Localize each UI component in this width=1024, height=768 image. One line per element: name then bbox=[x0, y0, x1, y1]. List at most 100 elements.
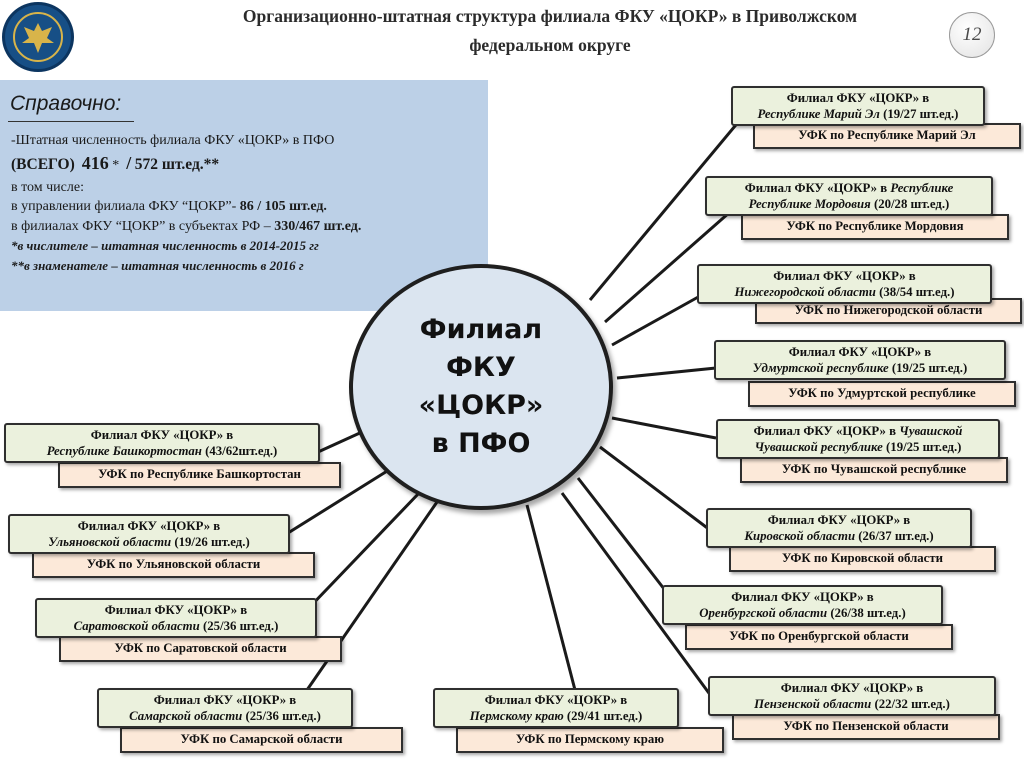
info-note-2: **в знаменателе – штатная численность в … bbox=[11, 257, 304, 273]
branch-title: Филиал ФКУ «ЦОКР» в Чувашской bbox=[718, 423, 998, 439]
info-line-1: -Штатная численность филиала ФКУ «ЦОКР» … bbox=[11, 133, 335, 148]
branch-count: (25/36 шт.ед.) bbox=[202, 619, 279, 633]
branch-box: Филиал ФКУ «ЦОКР» в Чувашской Чувашской … bbox=[716, 419, 1000, 459]
branch-region: Удмуртской республике bbox=[752, 361, 889, 375]
branch-count: (19/25 шт.ед.) bbox=[886, 440, 962, 454]
branch-box: Филиал ФКУ «ЦОКР» в Пензенской области (… bbox=[708, 676, 996, 716]
branch-detail: Пермскому краю (29/41 шт.ед.) bbox=[435, 708, 677, 724]
info-total-mark: * bbox=[112, 157, 120, 173]
branch-detail: Нижегородской области (38/54 шт.ед.) bbox=[699, 284, 990, 300]
info-line-4-text: в управлении филиала ФКУ “ЦОКР”- bbox=[11, 199, 237, 214]
branch-region: Самарской области bbox=[129, 709, 243, 723]
branch-count: (38/54 шт.ед.) bbox=[879, 285, 955, 299]
branch-box: Филиал ФКУ «ЦОКР» в Оренбургской области… bbox=[662, 585, 943, 625]
branch-region: Республике Мордовия bbox=[748, 197, 871, 211]
branch-title: Филиал ФКУ «ЦОКР» в bbox=[104, 603, 248, 617]
branch-count: (20/28 шт.ед.) bbox=[873, 197, 950, 211]
ufk-label: УФК по Оренбургской области bbox=[729, 629, 909, 643]
info-line-5: в филиалах ФКУ “ЦОКР” в субъектах РФ – 3… bbox=[11, 217, 481, 237]
branch-region: Оренбургской области bbox=[699, 606, 828, 620]
branch-count: (43/62шт.ед.) bbox=[205, 444, 278, 458]
info-line-5-text: в филиалах ФКУ “ЦОКР” в субъектах РФ – bbox=[11, 218, 271, 234]
branch-detail: Ульяновской области (19/26 шт.ед.) bbox=[10, 534, 288, 550]
branch-title: Филиал ФКУ «ЦОКР» в bbox=[90, 428, 234, 442]
branch-region: Саратовской области bbox=[73, 619, 200, 633]
branch-detail: Республике Мордовия (20/28 шт.ед.) bbox=[707, 196, 991, 212]
branch-detail: Чувашской республике (19/25 шт.ед.) bbox=[718, 439, 998, 455]
ufk-label: УФК по Чувашской республике bbox=[781, 462, 967, 476]
ufk-label: УФК по Республике Мордовия bbox=[786, 219, 964, 233]
info-heading: Справочно: bbox=[10, 92, 122, 115]
branch-title-text: Филиал ФКУ «ЦОКР» в bbox=[744, 181, 888, 195]
branch-region: Кировской области bbox=[744, 529, 856, 543]
ufk-label: УФК по Республике Марий Эл bbox=[798, 128, 976, 142]
branch-box: Филиал ФКУ «ЦОКР» в Пермскому краю (29/4… bbox=[433, 688, 679, 728]
spoke-penza bbox=[560, 492, 716, 701]
ufk-box: УФК по Республике Марий Эл bbox=[753, 123, 1021, 149]
branch-detail: Самарской области (25/36 шт.ед.) bbox=[99, 708, 351, 724]
branch-count: (22/32 шт.ед.) bbox=[874, 697, 950, 711]
ufk-label: УФК по Республике Башкортостан bbox=[98, 467, 301, 481]
central-line-4: в ПФО bbox=[431, 428, 531, 459]
info-total-slash: / bbox=[126, 152, 132, 173]
page-title: Организационно-штатная структура филиала… bbox=[135, 2, 965, 60]
branch-box: Филиал ФКУ «ЦОКР» в Республике Республик… bbox=[705, 176, 993, 216]
branch-region-part1: Чувашской bbox=[899, 424, 963, 438]
branch-title: Филиал ФКУ «ЦОКР» в bbox=[767, 513, 911, 527]
info-total-label: (ВСЕГО) bbox=[11, 155, 75, 173]
branch-detail: Удмуртской республике (19/25 шт.ед.) bbox=[716, 360, 1004, 376]
branch-region: Республике Марий Эл bbox=[757, 107, 880, 121]
branch-title: Филиал ФКУ «ЦОКР» в bbox=[773, 269, 916, 283]
branch-title: Филиал ФКУ «ЦОКР» в bbox=[77, 519, 221, 533]
ufk-label: УФК по Пермскому краю bbox=[515, 732, 665, 746]
branch-title: Филиал ФКУ «ЦОКР» в bbox=[484, 693, 628, 707]
ufk-label: УФК по Кировской области bbox=[781, 551, 944, 565]
ufk-box: УФК по Пензенской области bbox=[732, 714, 1000, 740]
ufk-box: УФК по Кировской области bbox=[729, 546, 996, 572]
branch-box: Филиал ФКУ «ЦОКР» в Республике Башкортос… bbox=[4, 423, 320, 463]
info-note-1: *в числителе – штатная численность в 201… bbox=[11, 238, 319, 253]
ufk-box: УФК по Оренбургской области bbox=[685, 624, 953, 650]
ufk-label: УФК по Нижегородской области bbox=[794, 303, 983, 317]
eagle-icon bbox=[13, 12, 63, 62]
info-total-value: 416 bbox=[81, 152, 109, 173]
branch-title: Филиал ФКУ «ЦОКР» в bbox=[153, 693, 297, 707]
branch-region: Нижегородской области bbox=[734, 285, 876, 299]
branch-detail: Республике Марий Эл (19/27 шт.ед.) bbox=[733, 106, 983, 122]
branch-box: Филиал ФКУ «ЦОКР» в Кировской области (2… bbox=[706, 508, 972, 548]
ufk-box: УФК по Пермскому краю bbox=[456, 727, 724, 753]
branch-region: Ульяновской области bbox=[48, 535, 172, 549]
spoke-perm bbox=[525, 504, 577, 691]
info-panel bbox=[0, 80, 488, 311]
info-line-4-value: 86 / 105 шт.ед. bbox=[239, 199, 327, 214]
branch-title: Филиал ФКУ «ЦОКР» в bbox=[788, 345, 932, 359]
branch-title: Филиал ФКУ «ЦОКР» в Республике bbox=[707, 180, 991, 196]
central-line-3: «ЦОКР» bbox=[418, 390, 544, 421]
branch-count: (26/38 шт.ед.) bbox=[830, 606, 906, 620]
info-heading-underline bbox=[8, 121, 134, 122]
branch-detail: Кировской области (26/37 шт.ед.) bbox=[708, 528, 970, 544]
branch-detail: Саратовской области (25/36 шт.ед.) bbox=[37, 618, 315, 634]
branch-region: Республике Башкортостан bbox=[46, 444, 202, 458]
ufk-box: УФК по Саратовской области bbox=[59, 636, 342, 662]
branch-region-part1: Республике bbox=[890, 181, 954, 195]
branch-region: Чувашской республике bbox=[754, 440, 883, 454]
ufk-label: УФК по Ульяновской области bbox=[86, 557, 261, 571]
spoke-kirov bbox=[599, 445, 711, 532]
ufk-label: УФК по Саратовской области bbox=[114, 641, 287, 655]
branch-title: Филиал ФКУ «ЦОКР» в bbox=[786, 91, 930, 105]
branch-detail: Республике Башкортостан (43/62шт.ед.) bbox=[6, 443, 318, 459]
spoke-saratov bbox=[303, 490, 422, 614]
info-line-3: в том числе: bbox=[11, 179, 84, 195]
branch-box: Филиал ФКУ «ЦОКР» в Республике Марий Эл … bbox=[731, 86, 985, 126]
central-node: Филиал ФКУ «ЦОКР» в ПФО bbox=[349, 264, 613, 510]
spoke-mordovia bbox=[604, 210, 731, 324]
ufk-box: УФК по Республике Мордовия bbox=[741, 214, 1009, 240]
branch-count: (26/37 шт.ед.) bbox=[858, 529, 934, 543]
branch-box: Филиал ФКУ «ЦОКР» в Ульяновской области … bbox=[8, 514, 290, 554]
info-total-line: (ВСЕГО) 416 * / 572 шт.ед.** bbox=[11, 151, 481, 178]
ufk-box: УФК по Удмуртской республике bbox=[748, 381, 1016, 407]
title-line-1: Организационно-штатная структура филиала… bbox=[242, 6, 858, 26]
info-total-planned: 572 шт.ед.** bbox=[134, 155, 220, 173]
branch-count: (19/27 шт.ед.) bbox=[883, 107, 959, 121]
